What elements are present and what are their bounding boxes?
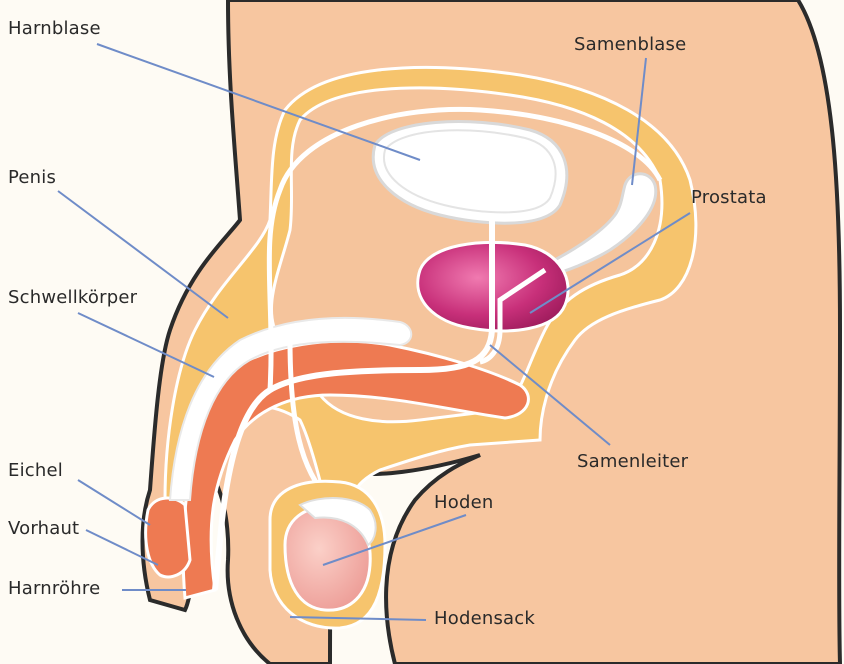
label-eichel: Eichel bbox=[8, 462, 63, 480]
label-penis: Penis bbox=[8, 169, 56, 187]
label-prostata: Prostata bbox=[691, 189, 767, 207]
label-schwellkoerper: Schwellkörper bbox=[8, 289, 137, 307]
label-vorhaut: Vorhaut bbox=[8, 520, 79, 538]
label-harnroehre: Harnröhre bbox=[8, 580, 100, 598]
leader-eichel bbox=[78, 480, 150, 525]
label-samenblase: Samenblase bbox=[574, 36, 686, 54]
label-hoden: Hoden bbox=[434, 494, 493, 512]
label-hodensack: Hodensack bbox=[434, 610, 535, 628]
label-harnblase: Harnblase bbox=[8, 20, 101, 38]
glans bbox=[146, 498, 190, 577]
label-samenleiter: Samenleiter bbox=[577, 453, 688, 471]
